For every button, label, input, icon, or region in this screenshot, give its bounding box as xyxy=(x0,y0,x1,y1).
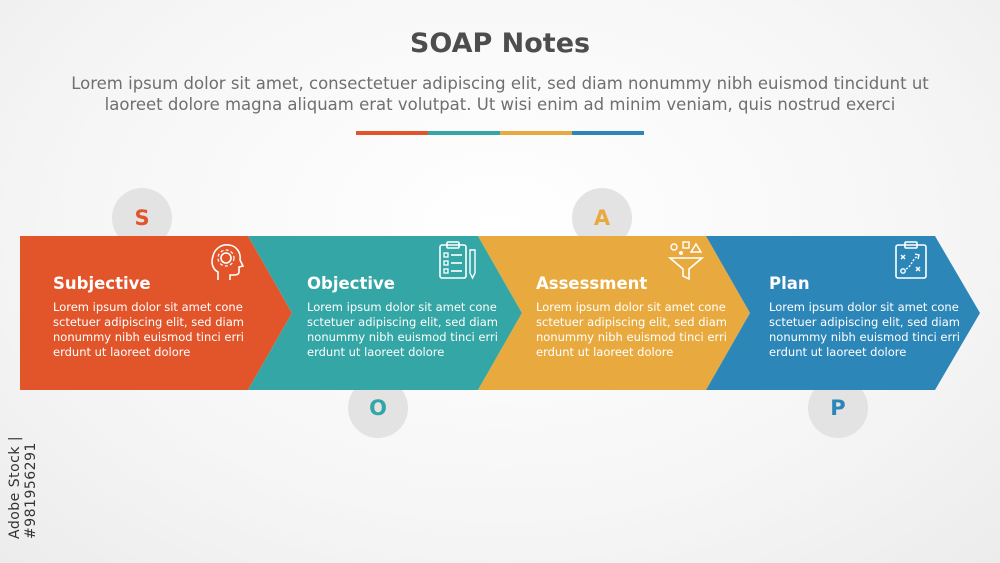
step-text-assessment: Lorem ipsum dolor sit amet cone sctetuer… xyxy=(536,300,727,359)
divider-segment-4 xyxy=(572,131,644,135)
step-title-objective: Objective xyxy=(307,274,395,293)
page-title: SOAP Notes xyxy=(409,28,591,59)
step-text-subjective: Lorem ipsum dolor sit amet cone sctetuer… xyxy=(53,300,244,359)
funnel-filter-icon xyxy=(667,241,705,281)
arrow-segment-plan xyxy=(706,236,980,390)
strategy-board-icon xyxy=(895,241,927,279)
divider-segment-3 xyxy=(500,131,572,135)
divider-segment-1 xyxy=(356,131,428,135)
step-title-plan: Plan xyxy=(769,274,810,293)
arrow-segment-assessment xyxy=(478,236,750,390)
step-text-objective: Lorem ipsum dolor sit amet cone sctetuer… xyxy=(307,300,498,359)
clipboard-checklist-icon xyxy=(439,241,476,280)
step-title-subjective: Subjective xyxy=(53,274,151,293)
step-title-assessment: Assessment xyxy=(536,274,648,293)
page-subtitle: Lorem ipsum dolor sit amet, consectetuer… xyxy=(71,74,929,114)
stock-watermark: Adobe Stock | #981956291 xyxy=(7,435,39,539)
step-text-plan: Lorem ipsum dolor sit amet cone sctetuer… xyxy=(769,300,960,359)
divider-segment-2 xyxy=(428,131,500,135)
arrow-segment-objective xyxy=(248,236,522,390)
head-gear-icon xyxy=(211,244,244,280)
arrow-segment-subjective xyxy=(20,236,292,390)
